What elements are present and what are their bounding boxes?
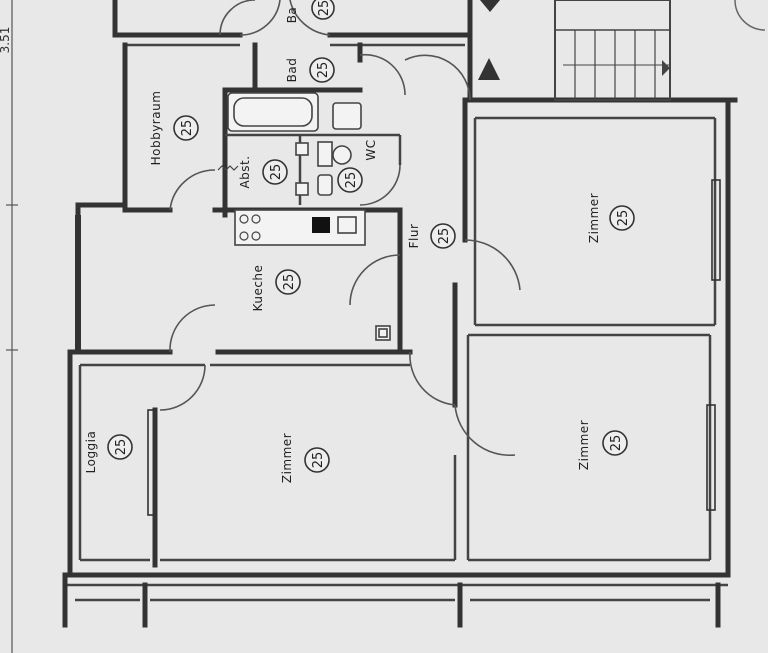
svg-text:Loggia: Loggia (84, 431, 98, 474)
svg-text:25: 25 (114, 439, 129, 456)
toilet (332, 145, 352, 165)
svg-text:25: 25 (282, 274, 297, 291)
room-label-abst: Abst. 25 (238, 155, 288, 189)
room-label-zimmer-bottom-right: Zimmer 25 (577, 420, 628, 470)
svg-text:Abst.: Abst. (238, 155, 252, 188)
svg-text:25: 25 (269, 164, 284, 181)
staircase (554, 0, 671, 101)
svg-text:Bad: Bad (285, 58, 299, 83)
partial-door-arc (734, 0, 766, 31)
stove-burner-icon (239, 214, 249, 224)
triangle-marker-top (480, 0, 500, 12)
doors (159, 0, 521, 457)
sink (312, 217, 330, 233)
svg-text:25: 25 (180, 120, 195, 137)
svg-text:25: 25 (344, 172, 359, 189)
svg-text:Flur: Flur (407, 224, 421, 249)
room-label-hobbyraum: Hobbyraum 25 (149, 91, 199, 166)
room-label-wc: WC 25 (337, 139, 378, 193)
svg-text:Zimmer: Zimmer (280, 433, 294, 483)
walls (62, 0, 738, 628)
fixtures (217, 92, 391, 341)
svg-text:25: 25 (616, 210, 631, 227)
room-label-zimmer-center: Zimmer 25 (280, 433, 330, 483)
room-label-bad-top: Ba 25 (285, 0, 335, 24)
dimension-label: 3.51 (0, 27, 12, 54)
svg-text:Kueche: Kueche (251, 265, 265, 312)
svg-text:25: 25 (316, 62, 331, 79)
room-label-zimmer-top-right: Zimmer 25 (587, 193, 635, 243)
svg-text:25: 25 (437, 228, 452, 245)
svg-text:25: 25 (311, 452, 326, 469)
svg-text:WC: WC (364, 139, 378, 160)
svg-text:Hobbyraum: Hobbyraum (149, 91, 163, 166)
svg-text:Ba: Ba (285, 7, 299, 24)
room-label-loggia: Loggia 25 (84, 431, 133, 474)
room-label-bad: Bad 25 (285, 57, 335, 83)
svg-text:Zimmer: Zimmer (587, 193, 601, 243)
svg-text:Zimmer: Zimmer (577, 420, 591, 470)
svg-text:25: 25 (609, 435, 624, 452)
washbasin (332, 102, 362, 130)
triangle-marker (478, 58, 500, 80)
svg-text:25: 25 (317, 0, 332, 16)
room-label-flur: Flur 25 (407, 223, 456, 249)
room-label-kueche: Kueche 25 (251, 265, 301, 312)
left-dimension-line: 3.51 (0, 0, 18, 653)
